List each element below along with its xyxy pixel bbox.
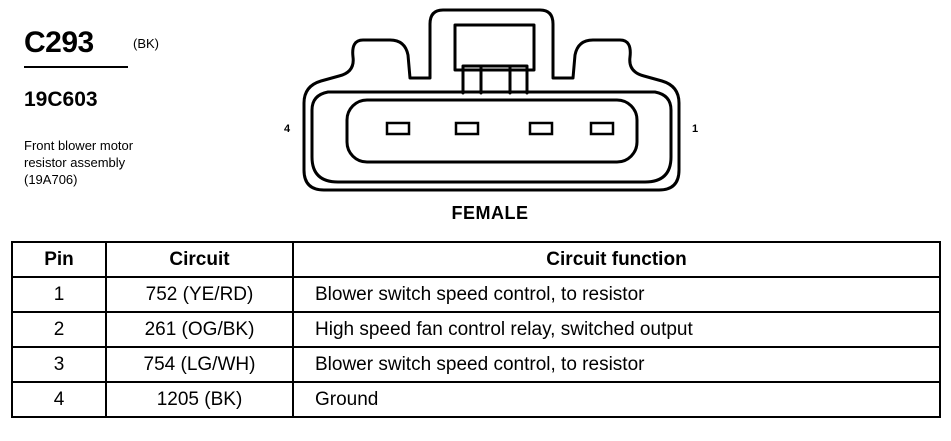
cell-circuit: 754 (LG/WH) bbox=[105, 346, 294, 383]
cell-pin: 2 bbox=[11, 311, 107, 348]
connector-color: (BK) bbox=[133, 36, 159, 51]
table-row: 2 261 (OG/BK) High speed fan control rel… bbox=[11, 311, 941, 348]
table-row: 3 754 (LG/WH) Blower switch speed contro… bbox=[11, 346, 941, 383]
pin-label-right: 1 bbox=[692, 123, 699, 135]
connector-face-diagram bbox=[302, 8, 681, 192]
description-line: resistor assembly bbox=[24, 155, 126, 170]
connector-id-underline bbox=[24, 66, 128, 68]
header-circuit: Circuit bbox=[105, 241, 294, 278]
lock-tab bbox=[461, 64, 529, 95]
cell-circuit: 1205 (BK) bbox=[105, 381, 294, 418]
table-row: 1 752 (YE/RD) Blower switch speed contro… bbox=[11, 276, 941, 313]
header-circuit-function: Circuit function bbox=[292, 241, 941, 278]
cell-circuit: 752 (YE/RD) bbox=[105, 276, 294, 313]
table-row: 4 1205 (BK) Ground bbox=[11, 381, 941, 418]
part-number: 19C603 bbox=[24, 88, 98, 111]
pin-table: Pin Circuit Circuit function 1 752 (YE/R… bbox=[11, 241, 941, 418]
header-pin: Pin bbox=[11, 241, 107, 278]
cell-function: Blower switch speed control, to resistor bbox=[292, 346, 941, 383]
terminal-slot-1 bbox=[589, 121, 615, 136]
terminal-cavity-face bbox=[345, 98, 639, 164]
cell-function: Ground bbox=[292, 381, 941, 418]
lock-window bbox=[453, 23, 536, 72]
terminal-slot-3 bbox=[454, 121, 480, 136]
connector-outer-shell bbox=[302, 8, 681, 192]
cell-function: Blower switch speed control, to resistor bbox=[292, 276, 941, 313]
description-line: Front blower motor bbox=[24, 138, 134, 153]
connector-description: Front blower motor resistor assembly (19… bbox=[24, 137, 214, 188]
connector-gender: FEMALE bbox=[451, 203, 529, 223]
cell-pin: 3 bbox=[11, 346, 107, 383]
terminal-slot-2 bbox=[528, 121, 554, 136]
cell-pin: 1 bbox=[11, 276, 107, 313]
cell-function: High speed fan control relay, switched o… bbox=[292, 311, 941, 348]
connector-id: C293 bbox=[24, 26, 94, 59]
terminal-slot-4 bbox=[385, 121, 411, 136]
connector-inner-shell bbox=[310, 90, 673, 184]
cell-circuit: 261 (OG/BK) bbox=[105, 311, 294, 348]
pin-label-left: 4 bbox=[284, 123, 291, 135]
description-line: (19A706) bbox=[24, 172, 78, 187]
cell-pin: 4 bbox=[11, 381, 107, 418]
table-header-row: Pin Circuit Circuit function bbox=[11, 241, 941, 278]
